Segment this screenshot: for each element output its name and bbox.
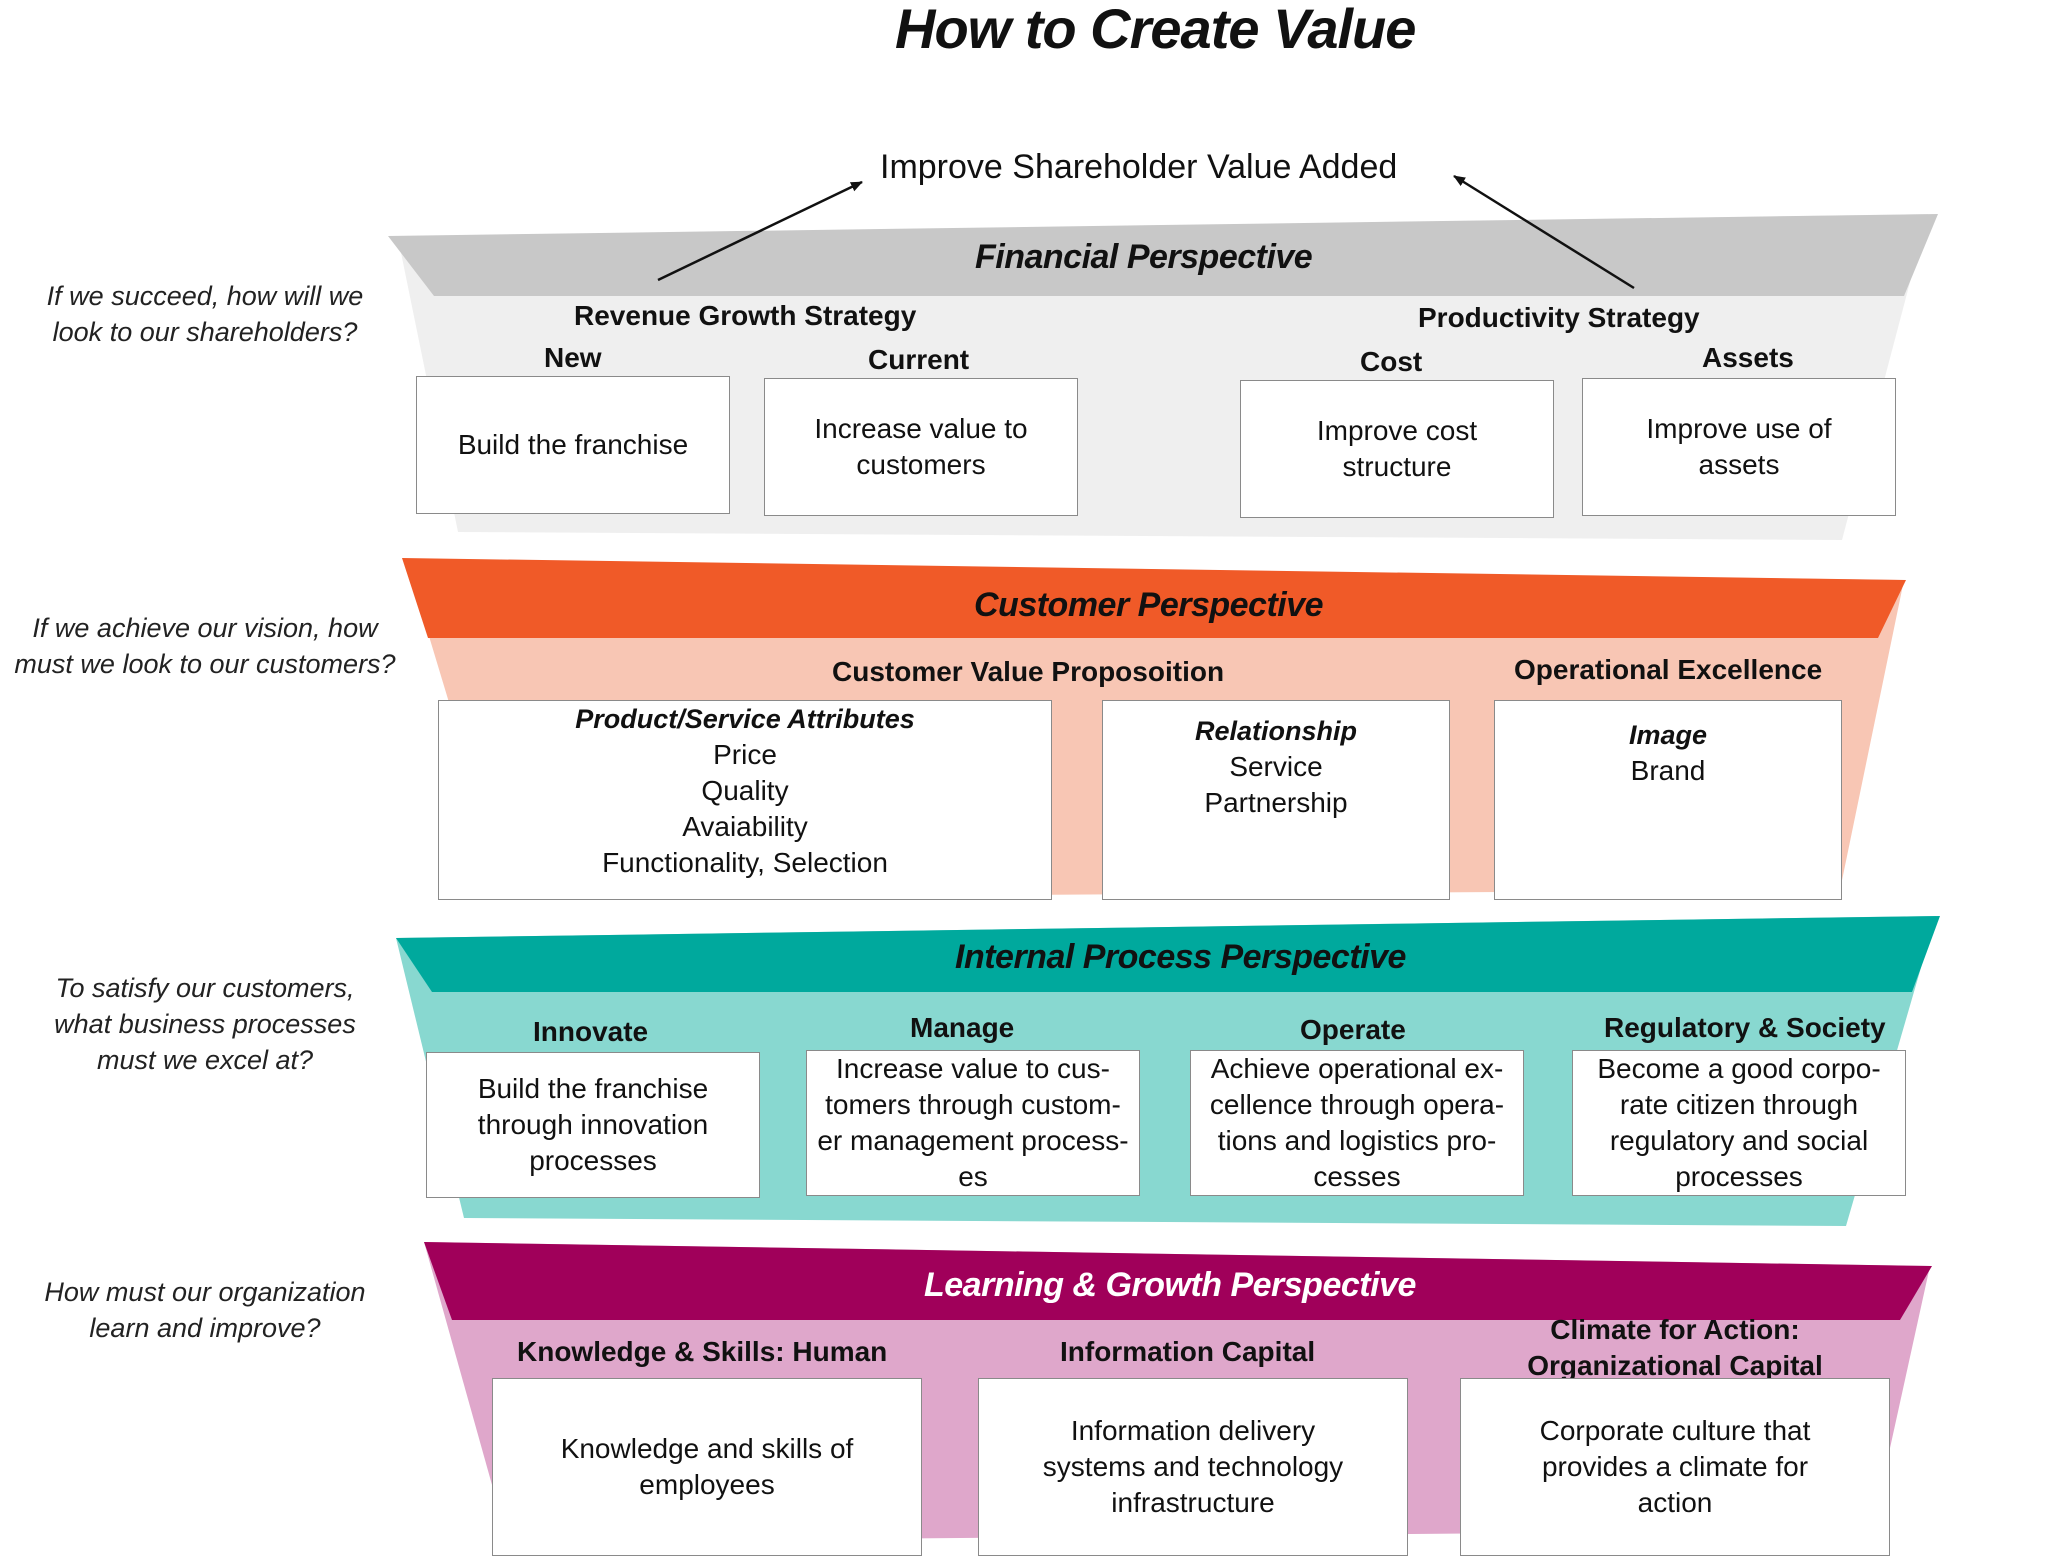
manage-box: Increase value to cus-tomers through cus…	[806, 1050, 1140, 1196]
diagram-title: How to Create Value	[895, 0, 1416, 60]
productivity-label: Productivity Strategy	[1418, 302, 1700, 333]
regulatory-label: Regulatory & Society	[1604, 1012, 1886, 1043]
information-capital-label: Information Capital	[1060, 1336, 1316, 1367]
assets-label: Assets	[1702, 342, 1794, 373]
customer-band-header	[402, 558, 1906, 638]
climate-for-action-label: Climate for Action:Organizational Capita…	[1527, 1314, 1823, 1381]
new-label: New	[544, 342, 602, 373]
image-box: Image Brand	[1494, 700, 1842, 900]
regulatory-box: Become a good corpo-rate citizen through…	[1572, 1050, 1906, 1196]
internal-band-body	[396, 916, 1936, 1226]
innovate-label: Innovate	[533, 1016, 649, 1047]
productivity-arrow	[1453, 174, 1635, 290]
internal-band-header	[396, 916, 1940, 992]
financial-title: Financial Perspective	[975, 238, 1313, 276]
internal-question: To satisfy our customers,what business p…	[54, 973, 356, 1075]
cost-label: Cost	[1360, 346, 1423, 377]
manage-label: Manage	[910, 1012, 1015, 1043]
customer-title: Customer Perspective	[974, 586, 1324, 624]
learning-title: Learning & Growth Perspective	[924, 1266, 1416, 1304]
relationship-box: Relationship Service Partnership	[1102, 700, 1450, 900]
revenue-arrow	[657, 180, 863, 282]
knowledge-skills-label: Knowledge & Skills: Human	[517, 1336, 888, 1367]
operational-excellence-label: Operational Excellence	[1514, 654, 1823, 685]
operate-box: Achieve operational ex-cellence through …	[1190, 1050, 1524, 1196]
value-proposition-label: Customer Value Proposoition	[832, 656, 1225, 687]
internal-title: Internal Process Perspective	[955, 938, 1406, 976]
revenue-growth-label: Revenue Growth Strategy	[574, 300, 917, 331]
product-attributes-box: Product/Service Attributes Price Quality…	[438, 700, 1052, 900]
operate-label: Operate	[1300, 1014, 1406, 1045]
shareholder-goal: Improve Shareholder Value Added	[880, 148, 1398, 186]
learning-band-header	[424, 1242, 1932, 1320]
build-franchise-box: Build the franchise	[416, 376, 730, 514]
current-label: Current	[868, 344, 970, 375]
financial-band-header	[388, 214, 1938, 296]
